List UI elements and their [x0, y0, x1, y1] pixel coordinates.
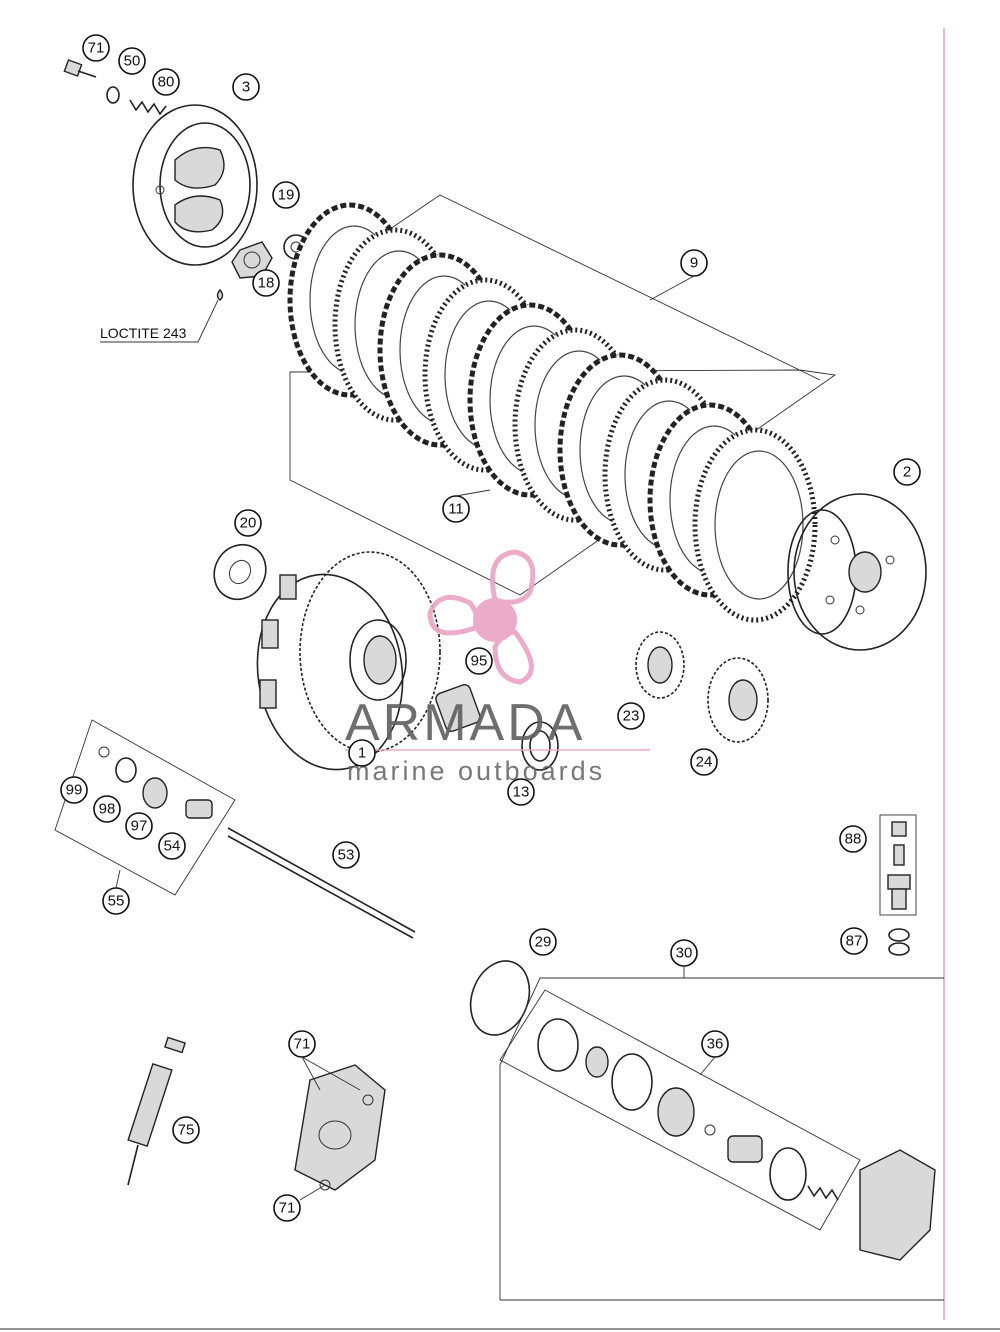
- svg-text:75: 75: [178, 1122, 195, 1139]
- callout-54: 54: [158, 832, 186, 860]
- svg-text:54: 54: [164, 838, 181, 855]
- callout-24: 24: [690, 748, 718, 776]
- svg-text:99: 99: [66, 782, 83, 799]
- svg-text:88: 88: [845, 831, 862, 848]
- callout-80: 80: [152, 68, 180, 96]
- svg-text:23: 23: [623, 708, 640, 725]
- loctite-note: LOCTITE 243: [100, 299, 219, 343]
- drive-gear: [707, 657, 769, 743]
- watermark-brand: ARMADA: [345, 694, 585, 752]
- push-rod-kit-box: [54, 719, 236, 896]
- svg-text:71: 71: [294, 1036, 311, 1053]
- propeller-logo: [427, 549, 536, 685]
- callout-13: 13: [507, 778, 535, 806]
- svg-text:87: 87: [846, 933, 863, 950]
- thread-drop: [216, 288, 224, 301]
- callout-leaders: [115, 275, 716, 1201]
- svg-text:80: 80: [158, 74, 175, 91]
- washer: [106, 86, 120, 104]
- bushing: [521, 721, 559, 771]
- spring: [129, 99, 167, 116]
- push-rod: [227, 827, 416, 939]
- slave-cylinder-kit: [499, 977, 944, 1301]
- svg-text:2: 2: [903, 464, 911, 481]
- callout-88: 88: [839, 825, 867, 853]
- svg-text:50: 50: [124, 53, 141, 70]
- callout-71-lower-cover: 71: [273, 1194, 301, 1222]
- svg-text:1: 1: [358, 745, 366, 762]
- sealing-rings: [888, 928, 910, 956]
- svg-text:18: 18: [258, 275, 275, 292]
- callout-9: 9: [680, 249, 708, 277]
- svg-text:11: 11: [448, 501, 464, 518]
- svg-text:36: 36: [707, 1036, 724, 1053]
- callout-55: 55: [102, 887, 130, 915]
- svg-text:LOCTITE 243: LOCTITE 243: [100, 325, 187, 341]
- bolt: [63, 59, 97, 78]
- clutch-plate-inner-ring: [714, 450, 804, 600]
- callout-75: 75: [172, 1116, 200, 1144]
- svg-text:71: 71: [88, 40, 105, 57]
- callout-11: 11: [442, 495, 470, 523]
- callout-3: 3: [232, 73, 260, 101]
- callout-30: 30: [670, 939, 698, 967]
- callout-36: 36: [701, 1030, 729, 1058]
- svg-text:55: 55: [108, 893, 125, 910]
- callout-71: 71: [82, 34, 110, 62]
- callout-71-upper-cover: 71: [288, 1030, 316, 1058]
- callout-29: 29: [529, 928, 557, 956]
- inner-clutch-hub: [787, 493, 927, 651]
- clutch-cover: [294, 1064, 386, 1191]
- callout-2: 2: [893, 458, 921, 486]
- svg-text:24: 24: [696, 754, 713, 771]
- callout-18: 18: [252, 269, 280, 297]
- svg-text:98: 98: [99, 801, 116, 818]
- callout-20: 20: [234, 509, 262, 537]
- clutch-plate: [692, 427, 818, 623]
- svg-text:13: 13: [513, 784, 530, 801]
- svg-text:30: 30: [676, 945, 693, 962]
- grease-syringe: [127, 1036, 186, 1186]
- callout-19: 19: [272, 181, 300, 209]
- watermark-tagline: marine outboards: [347, 756, 605, 786]
- outer-clutch-basket: [256, 551, 441, 771]
- svg-text:71: 71: [279, 1200, 296, 1217]
- callout-53: 53: [332, 841, 360, 869]
- callout-97: 97: [125, 812, 153, 840]
- callout-87: 87: [840, 927, 868, 955]
- callout-95: 95: [465, 647, 493, 675]
- vent-fitting: [879, 814, 917, 916]
- svg-text:20: 20: [240, 515, 257, 532]
- callout-99: 99: [60, 776, 88, 804]
- svg-text:97: 97: [131, 818, 148, 835]
- needle-bearing: [435, 684, 481, 732]
- o-ring: [469, 960, 531, 1036]
- callout-23: 23: [617, 702, 645, 730]
- thrust-washer: [213, 543, 267, 601]
- callout-1: 1: [348, 739, 376, 767]
- clutch-plate-stack: [287, 194, 837, 623]
- callout-50: 50: [118, 47, 146, 75]
- svg-text:29: 29: [535, 934, 552, 951]
- pressure-plate: [132, 104, 258, 266]
- primary-gear: [635, 631, 685, 699]
- callout-98: 98: [93, 795, 121, 823]
- svg-text:3: 3: [242, 79, 250, 96]
- armada-watermark: ARMADA marine outboards: [345, 549, 650, 786]
- svg-text:9: 9: [690, 255, 698, 272]
- svg-text:53: 53: [338, 847, 355, 864]
- svg-text:19: 19: [278, 187, 295, 204]
- svg-text:95: 95: [471, 653, 488, 670]
